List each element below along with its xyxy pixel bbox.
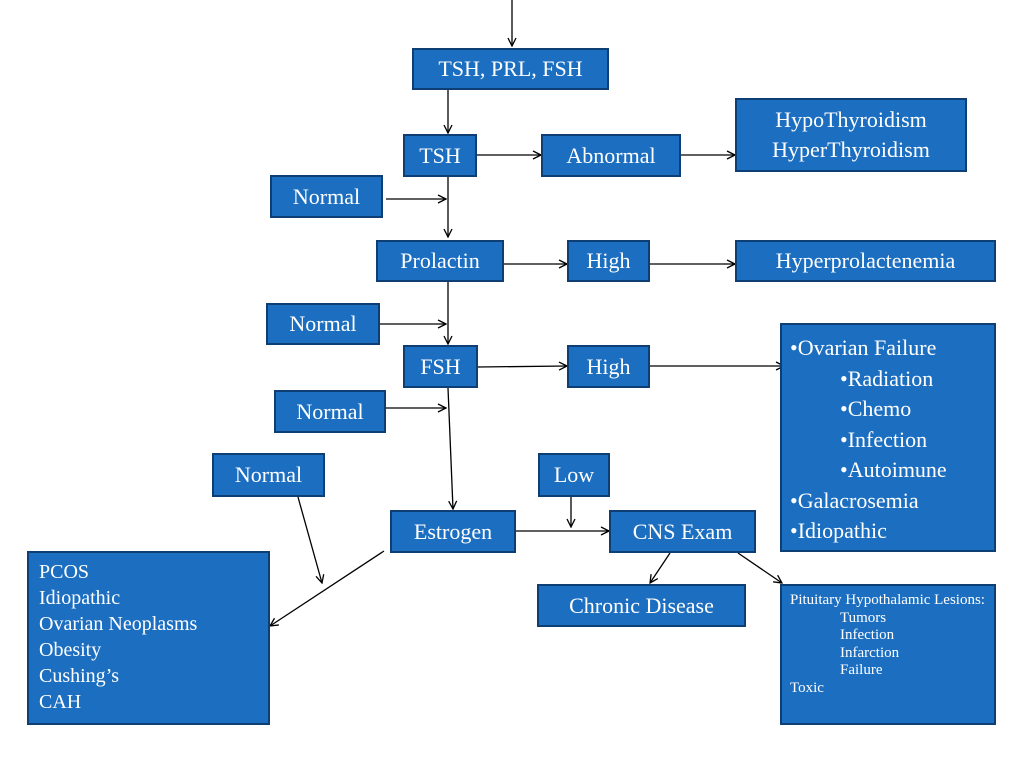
ovarian-subitem: •Radiation (840, 365, 934, 391)
node-normal-4: Normal (212, 453, 325, 497)
pcos-item: Obesity (39, 639, 102, 661)
pcos-item: Cushing’s (39, 665, 120, 687)
arrow-estrogen-pcos (270, 550, 385, 626)
node-tsh-prl-fsh: TSH, PRL, FSH (412, 48, 609, 90)
pituitary-subitem: Infarction (840, 644, 900, 661)
node-pcos-causes: PCOS Idiopathic Ovarian Neoplasms Obesit… (27, 551, 270, 725)
node-thyroid-disorders: HypoThyroidism HyperThyroidism (735, 98, 967, 172)
pcos-item: PCOS (39, 561, 90, 583)
pituitary-subitem: Infection (840, 627, 895, 643)
ovarian-item: •Galacrosemia (790, 487, 919, 513)
arrow-cns-pituitary (737, 552, 782, 583)
pituitary-subitem: Tumors (840, 609, 887, 626)
arrow-fsh-estrogen (447, 387, 453, 509)
node-low: Low (538, 453, 610, 497)
arrow-cns-chronic (650, 552, 671, 583)
node-pituitary-lesions: Pituitary Hypothalamic Lesions: Tumors I… (780, 584, 996, 725)
thyroid-line-1: HypoThyroidism (775, 107, 927, 133)
node-chronic-disease: Chronic Disease (537, 584, 746, 627)
node-fsh: FSH (403, 345, 478, 388)
ovarian-item: •Ovarian Failure (790, 335, 937, 360)
ovarian-subitem: •Autoimune (840, 457, 947, 482)
ovarian-item: •Idiopathic (790, 518, 887, 543)
ovarian-subitem: •Chemo (840, 396, 912, 421)
node-cns-exam: CNS Exam (609, 510, 756, 553)
pituitary-item: Toxic (790, 679, 824, 696)
pcos-item: Ovarian Neoplasms (39, 613, 198, 635)
pcos-item: Idiopathic (39, 587, 121, 609)
node-high-1: High (567, 240, 650, 282)
node-high-2: High (567, 345, 650, 388)
node-prolactin: Prolactin (376, 240, 504, 282)
arrow-normal4-pcos (297, 496, 322, 583)
ovarian-subitem: •Infection (840, 426, 928, 452)
node-normal-1: Normal (270, 175, 383, 218)
pituitary-subitem: Failure (840, 662, 883, 678)
node-tsh: TSH (403, 134, 477, 177)
node-hyperprolactenemia: Hyperprolactenemia (735, 240, 996, 282)
node-estrogen: Estrogen (390, 510, 516, 553)
node-ovarian-causes: •Ovarian Failure •Radiation •Chemo •Infe… (780, 323, 996, 552)
node-normal-2: Normal (266, 303, 380, 345)
node-abnormal: Abnormal (541, 134, 681, 177)
pituitary-item: Pituitary Hypothalamic Lesions: (790, 592, 985, 608)
thyroid-line-2: HyperThyroidism (772, 137, 930, 162)
pcos-item: CAH (39, 691, 82, 713)
node-normal-3: Normal (274, 390, 386, 433)
arrow-fsh-high2 (477, 366, 567, 367)
